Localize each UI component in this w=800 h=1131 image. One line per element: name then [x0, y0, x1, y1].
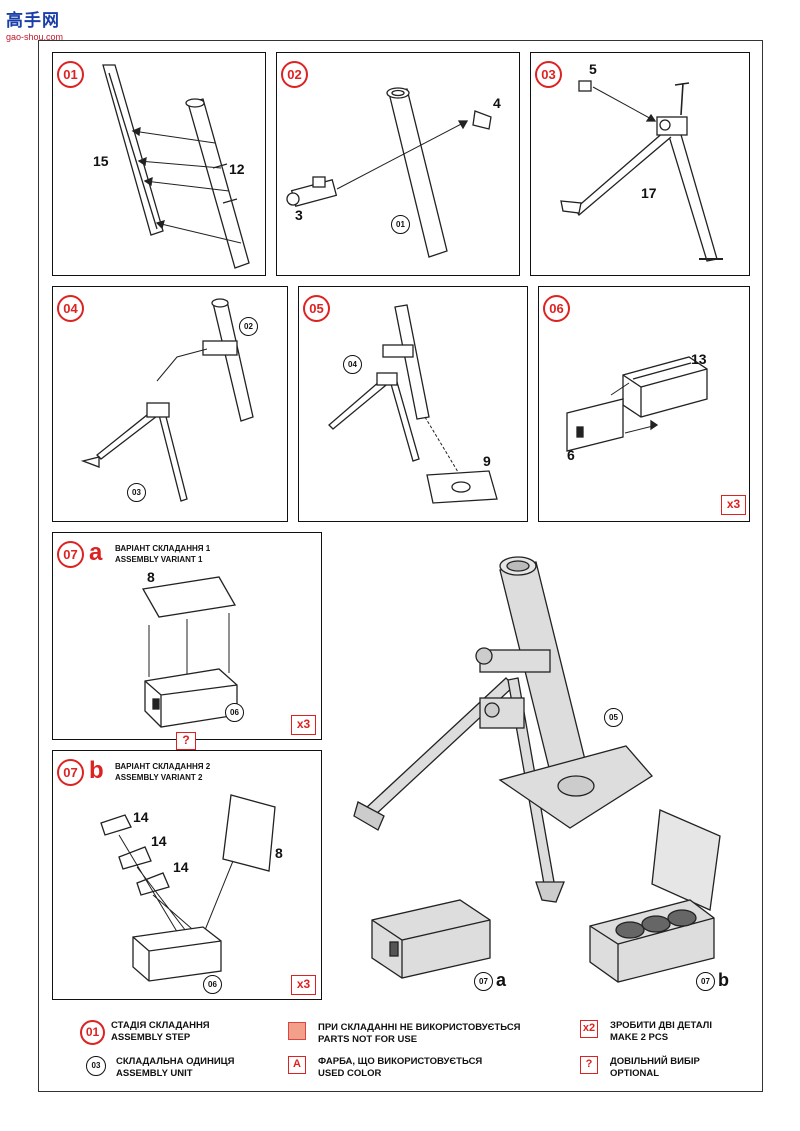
assembly-unit-06: 06 — [203, 975, 222, 994]
part-number-3: 3 — [295, 207, 303, 223]
legend-step-symbol: 01 — [80, 1020, 105, 1045]
optional-badge: ? — [176, 732, 196, 750]
legend-assembly-unit: 03 СКЛАДАЛЬНА ОДИНИЦЯ ASSEMBLY UNIT — [84, 1056, 234, 1080]
legend-not-used-en: PARTS NOT FOR USE — [318, 1034, 418, 1045]
legend-make2-ua: ЗРОБИТИ ДВІ ДЕТАЛІ — [610, 1020, 712, 1031]
part-number-5: 5 — [589, 61, 597, 77]
part-number-17: 17 — [641, 185, 657, 201]
legend-step-en: ASSEMBLY STEP — [111, 1032, 191, 1043]
step-07b-panel: 07 b ВАРІАНТ СКЛАДАННЯ 2 ASSEMBLY VARIAN… — [52, 750, 322, 1000]
step-05-illustration — [328, 304, 498, 504]
step-02-badge: 02 — [281, 61, 308, 88]
step-03-panel: 03 5 17 — [530, 52, 750, 276]
legend-optional-symbol: ? — [580, 1056, 598, 1074]
step-01-illustration — [102, 64, 250, 269]
legend-color-en: USED COLOR — [318, 1068, 382, 1079]
assembly-unit-01: 01 — [391, 215, 410, 234]
step-04-illustration — [80, 298, 254, 502]
multiplier-badge: x3 — [291, 715, 316, 735]
variant-1-title: ВАРІАНТ СКЛАДАННЯ 1 ASSEMBLY VARIANT 1 — [115, 543, 210, 565]
step-05-panel: 05 04 9 — [298, 286, 528, 522]
instruction-sheet — [38, 40, 763, 1092]
step-07a-badge: 07 — [57, 541, 84, 568]
part-number-14: 14 — [133, 809, 149, 825]
legend-unit-ua: СКЛАДАЛЬНА ОДИНИЦЯ — [116, 1056, 235, 1067]
multiplier-badge: x3 — [291, 975, 316, 995]
step-01-panel: 01 15 12 — [52, 52, 266, 276]
part-number-12: 12 — [229, 161, 245, 177]
step-06-panel: 06 13 6 x3 — [538, 286, 750, 522]
variant-2-title-ua: ВАРІАНТ СКЛАДАННЯ 2 — [115, 762, 211, 771]
part-number-15: 15 — [93, 153, 109, 169]
legend-unit-symbol: 03 — [86, 1056, 106, 1076]
part-number-9: 9 — [483, 453, 491, 469]
assembly-unit-04: 04 — [343, 355, 362, 374]
legend-not-used-swatch — [288, 1022, 306, 1040]
assembly-unit-07a: 07 — [474, 972, 493, 991]
watermark-logo: 高手网 gao-shou.com — [6, 6, 76, 42]
assembly-unit-03: 03 — [127, 483, 146, 502]
legend-make2-en: MAKE 2 PCS — [610, 1032, 669, 1043]
legend-color-ua: ФАРБА, ЩО ВИКОРИСТОВУЄТЬСЯ — [318, 1056, 483, 1067]
assembly-unit-05: 05 — [604, 708, 623, 727]
step-04-badge: 04 — [57, 295, 84, 322]
legend-not-used-text: ПРИ СКЛАДАННІ НЕ ВИКОРИСТОВУЄТЬСЯ PARTS … — [318, 1022, 521, 1046]
variant-1-title-en: ASSEMBLY VARIANT 1 — [115, 555, 203, 564]
assembly-unit-07b: 07 — [696, 972, 715, 991]
watermark-logo-text: 高手网 — [6, 11, 60, 31]
multiplier-badge: x3 — [721, 495, 746, 515]
variant-2-title: ВАРІАНТ СКЛАДАННЯ 2 ASSEMBLY VARIANT 2 — [115, 761, 210, 783]
final-letter-a: a — [496, 970, 507, 990]
step-03-badge: 03 — [535, 61, 562, 88]
step-07b-illustration — [100, 794, 276, 982]
final-assembly-illustration — [353, 556, 721, 983]
part-number-6: 6 — [567, 447, 575, 463]
step-07b-letter: b — [89, 757, 104, 784]
step-04-panel: 04 02 03 — [52, 286, 288, 522]
legend-color-symbol: A — [288, 1056, 306, 1074]
legend-unit-en: ASSEMBLY UNIT — [116, 1068, 193, 1079]
legend-used-color: A ФАРБА, ЩО ВИКОРИСТОВУЄТЬСЯ USED COLOR — [288, 1056, 482, 1080]
legend-step-text: СТАДІЯ СКЛАДАННЯ ASSEMBLY STEP — [111, 1020, 210, 1044]
step-02-illustration — [286, 87, 492, 258]
part-number-14: 14 — [173, 859, 189, 875]
part-number-8: 8 — [147, 569, 155, 585]
legend-step-ua: СТАДІЯ СКЛАДАННЯ — [111, 1020, 210, 1031]
variant-2-title-en: ASSEMBLY VARIANT 2 — [115, 773, 203, 782]
legend-optional-en: OPTIONAL — [610, 1068, 660, 1079]
part-number-13: 13 — [691, 351, 707, 367]
step-05-badge: 05 — [303, 295, 330, 322]
step-06-illustration — [566, 356, 708, 452]
step-07a-letter: a — [89, 539, 103, 566]
legend-make2-symbol: x2 — [580, 1020, 598, 1038]
legend-optional: ? ДОВІЛЬНИЙ ВИБІР OPTIONAL — [580, 1056, 700, 1080]
step-07a-illustration — [141, 576, 238, 728]
legend-make2-text: ЗРОБИТИ ДВІ ДЕТАЛІ MAKE 2 PCS — [610, 1020, 712, 1044]
legend-not-used-ua: ПРИ СКЛАДАННІ НЕ ВИКОРИСТОВУЄТЬСЯ — [318, 1022, 521, 1033]
legend-optional-ua: ДОВІЛЬНИЙ ВИБІР — [610, 1056, 700, 1067]
legend-optional-text: ДОВІЛЬНИЙ ВИБІР OPTIONAL — [610, 1056, 700, 1080]
assembly-unit-02: 02 — [239, 317, 258, 336]
watermark-url: gao-shou.com — [6, 32, 64, 42]
step-01-badge: 01 — [57, 61, 84, 88]
legend-assembly-step: 01 СТАДІЯ СКЛАДАННЯ ASSEMBLY STEP — [80, 1020, 210, 1045]
legend-make-2: x2 ЗРОБИТИ ДВІ ДЕТАЛІ MAKE 2 PCS — [580, 1020, 712, 1044]
legend-unit-text: СКЛАДАЛЬНА ОДИНИЦЯ ASSEMBLY UNIT — [116, 1056, 234, 1080]
step-06-badge: 06 — [543, 295, 570, 322]
legend-parts-not-used: ПРИ СКЛАДАННІ НЕ ВИКОРИСТОВУЄТЬСЯ PARTS … — [288, 1022, 521, 1046]
step-07b-badge: 07 — [57, 759, 84, 786]
final-letter-b: b — [718, 970, 729, 990]
variant-1-title-ua: ВАРІАНТ СКЛАДАННЯ 1 — [115, 544, 211, 553]
step-03-illustration — [560, 80, 723, 262]
part-number-8: 8 — [275, 845, 283, 861]
step-07a-panel: 07 a ВАРІАНТ СКЛАДАННЯ 1 ASSEMBLY VARIAN… — [52, 532, 322, 740]
part-number-4: 4 — [493, 95, 501, 111]
part-number-14: 14 — [151, 833, 167, 849]
legend-color-text: ФАРБА, ЩО ВИКОРИСТОВУЄТЬСЯ USED COLOR — [318, 1056, 482, 1080]
step-02-panel: 02 4 3 01 — [276, 52, 520, 276]
assembly-unit-06: 06 — [225, 703, 244, 722]
